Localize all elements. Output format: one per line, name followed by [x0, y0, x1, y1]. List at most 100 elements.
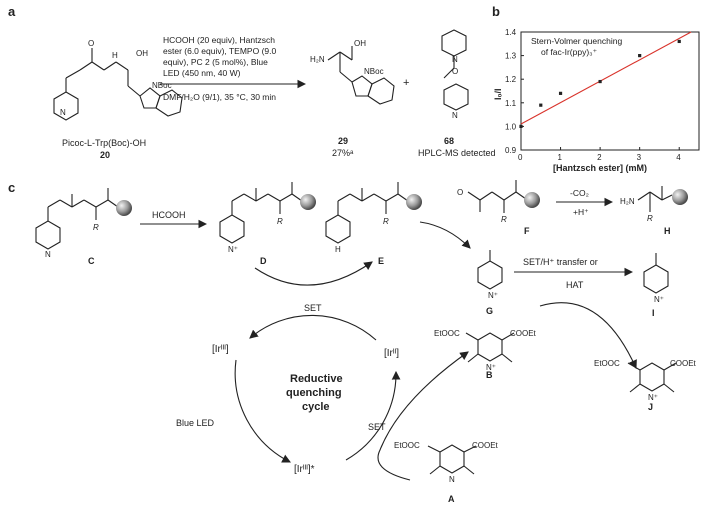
data-point: [638, 54, 642, 58]
e-atom-nh: H: [335, 245, 341, 254]
panel-label-c: c: [8, 180, 15, 195]
arrow-b-to-j: [539, 302, 637, 370]
label-e: E: [378, 256, 384, 266]
data-point: [519, 124, 523, 128]
atom-n-byproduct: N: [452, 111, 458, 120]
atom-oh: OH: [136, 49, 148, 58]
chart-xlabel: [Hantzsch ester] (mM): [553, 163, 647, 173]
condition-line-4: LED (450 nm, 40 W): [163, 68, 241, 78]
plus-sign: +: [403, 77, 409, 89]
byproduct-note: HPLC-MS detected: [418, 148, 496, 158]
condition-line-2: ester (6.0 equiv), TEMPO (9.0: [163, 46, 276, 56]
e-atom-r: R: [383, 217, 389, 226]
a-atom-n: N: [449, 475, 455, 484]
atom-nboc: NBoc: [152, 81, 172, 90]
h-atom-r: R: [647, 214, 653, 223]
product-29: H₂N OH NBoc: [310, 39, 395, 105]
byproduct-68: N O N: [441, 29, 469, 120]
arrow-e-to-fg: [419, 221, 471, 249]
x-tick-label: 0: [518, 153, 523, 162]
chart-ylabel: I₀/I: [493, 88, 503, 100]
compound-c: N R: [35, 188, 132, 259]
arrow-a-to-b: [377, 351, 469, 481]
ir-iii: [Irᴵᴵᴵ]: [212, 344, 229, 355]
resin-bead-e: [406, 194, 422, 210]
y-tick-label: 1.1: [505, 99, 517, 108]
set-label-right: SET: [368, 422, 386, 432]
cycle-arc-left: [234, 359, 291, 463]
product-yield: 27%ᵃ: [332, 148, 354, 158]
atom-h2n: H₂N: [310, 55, 325, 64]
label-j: J: [648, 402, 653, 412]
label-h: H: [664, 226, 671, 236]
b-etooc: EtOOC: [434, 329, 460, 338]
x-tick-label: 1: [558, 153, 563, 162]
condition-line-1: HCOOH (20 equiv), Hantzsch: [163, 35, 275, 45]
d-atom-r: R: [277, 217, 283, 226]
data-point: [677, 39, 681, 44]
i-atom-n: N⁺: [654, 295, 664, 304]
b-atom-n: N⁺: [486, 363, 496, 372]
compound-i: N⁺: [643, 253, 669, 304]
byproduct-number: 68: [444, 136, 454, 146]
resin-bead-h: [672, 189, 688, 205]
d-atom-n: N⁺: [228, 245, 238, 254]
atom-n-pyridine: N: [60, 108, 66, 117]
panel-label-b: b: [492, 4, 500, 19]
atom-o-tempo: O: [452, 67, 458, 76]
a-etooc: EtOOC: [394, 441, 420, 450]
y-tick-label: 1.2: [505, 75, 517, 84]
sm-number: 20: [100, 150, 110, 160]
x-tick-label: 3: [637, 153, 642, 162]
chart-title-line1: Stern-Volmer quenching: [531, 36, 622, 46]
j-cooet: COOEt: [670, 359, 697, 368]
data-point: [539, 103, 543, 107]
j-etooc: EtOOC: [594, 359, 620, 368]
cycle-arc-top: [249, 314, 377, 341]
j-atom-n: N⁺: [648, 393, 658, 402]
y-tick-label: 1.3: [505, 52, 517, 61]
atom-nh: H: [112, 51, 118, 60]
panel-label-a: a: [8, 4, 16, 19]
compound-g: N⁺: [477, 250, 503, 300]
compound-b: EtOOC COOEt N⁺: [434, 329, 537, 372]
compound-d: N⁺ R: [219, 182, 316, 254]
data-point: [558, 91, 563, 95]
f-atom-r: R: [501, 215, 507, 224]
y-tick-label: 0.9: [505, 146, 517, 155]
compound-e: H R: [325, 182, 422, 254]
y-tick-label: 1.0: [505, 122, 517, 131]
hat-label: HAT: [566, 280, 584, 290]
label-c: C: [88, 256, 95, 266]
set-arrow-d-to-e: [254, 261, 373, 286]
cycle-arc-right: [345, 370, 401, 461]
stern-volmer-chart: 0 1 2 3 4 0.9 1.0 1.1 1.2 1.3 1.4 Stern-Volmer que…: [493, 28, 700, 173]
reductive-quenching-cycle: [Irᴵᴵᴵ] [Irᴵᴵ] [Irᴵᴵᴵ]* Reductive quench…: [176, 314, 401, 475]
c-atom-r: R: [93, 223, 99, 232]
cycle-title-2: quenching: [286, 387, 342, 399]
atom-oh-product: OH: [354, 39, 366, 48]
product-number: 29: [338, 136, 348, 146]
label-f: F: [524, 226, 530, 236]
cycle-title-3: cycle: [302, 401, 330, 413]
label-b: B: [486, 370, 493, 380]
set-label-top: SET: [304, 303, 322, 313]
atom-n-tempo: N: [452, 55, 458, 64]
compound-j: EtOOC COOEt N⁺: [594, 359, 697, 402]
x-tick-label: 4: [676, 153, 681, 162]
blue-led: Blue LED: [176, 418, 215, 428]
linear-fit-line: [520, 31, 692, 125]
g-atom-n: N⁺: [488, 291, 498, 300]
compound-h: H₂N R: [620, 186, 688, 223]
f-atom-o: O: [457, 188, 463, 197]
x-tick-label: 2: [597, 153, 602, 162]
starting-material-20: N O H OH NBoc: [53, 39, 183, 121]
y-tick-label: 1.4: [505, 28, 517, 37]
atom-o-carbonyl: O: [88, 39, 94, 48]
resin-bead-f: [524, 192, 540, 208]
cycle-title-1: Reductive: [290, 373, 343, 385]
h-atom-h2n: H₂N: [620, 197, 635, 206]
co2-loss: -CO₂: [570, 188, 589, 198]
label-d: D: [260, 256, 267, 266]
